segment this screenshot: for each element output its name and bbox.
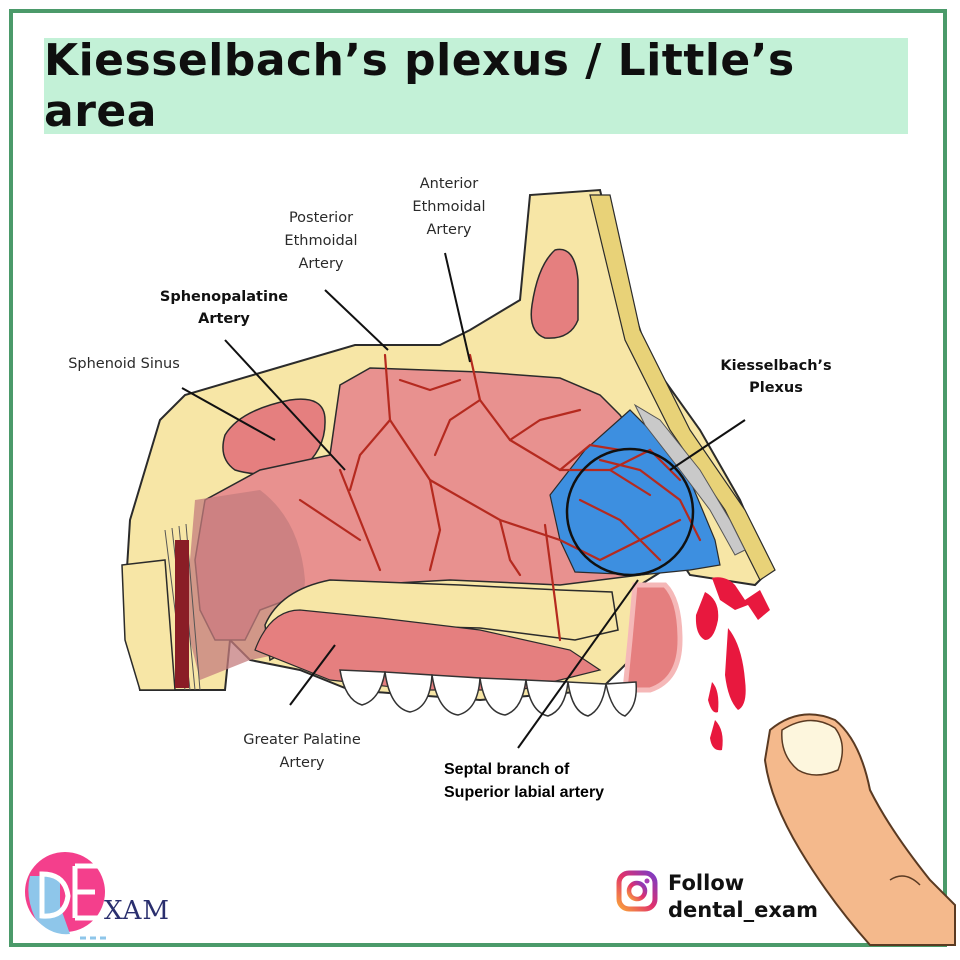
page-title: Kiesselbach’s plexus / Little’s area	[44, 35, 795, 137]
logo-text: XAM	[104, 896, 170, 926]
outer-frame	[9, 9, 947, 947]
nasal-cartilage	[589, 194, 776, 581]
upper-lip	[622, 582, 683, 693]
label-anterior-ethmoidal-1: Anterior	[420, 176, 479, 192]
posterior-dark-band	[175, 540, 189, 688]
label-kiesselbach-2: Plexus	[749, 380, 803, 396]
label-posterior-ethmoidal-2: Ethmoidal	[284, 233, 357, 249]
instagram-handle[interactable]: dental_exam	[668, 898, 818, 922]
finger-crease	[889, 875, 921, 886]
label-posterior-ethmoidal-1: Posterior	[289, 210, 353, 226]
label-posterior-ethmoidal-3: Artery	[298, 256, 343, 272]
label-greater-palatine-1: Greater Palatine	[243, 732, 361, 748]
blood-drips	[695, 577, 770, 751]
label-anterior-ethmoidal-3: Artery	[426, 222, 471, 238]
frontal-sinus	[530, 248, 579, 339]
dental-exam-logo	[25, 852, 110, 940]
label-greater-palatine-2: Artery	[279, 755, 324, 771]
follow-block: Follow dental_exam	[668, 870, 818, 924]
label-kiesselbach-1: Kiesselbach’s	[720, 358, 831, 374]
label-septal-branch-1: Septal branch of	[444, 761, 570, 778]
sphenoid-sinus-shape	[222, 398, 326, 475]
instagram-icon	[616, 870, 658, 912]
clivus	[121, 559, 176, 691]
label-anterior-ethmoidal-2: Ethmoidal	[412, 199, 485, 215]
artery-network	[298, 353, 702, 642]
follow-label: Follow	[668, 871, 745, 895]
leader-lines	[181, 252, 746, 749]
plexus-circle	[565, 447, 695, 577]
lateral-cartilage	[633, 403, 746, 556]
fingernail	[781, 719, 844, 776]
teeth	[339, 669, 638, 717]
label-sphenopalatine-2: Artery	[198, 311, 250, 327]
label-septal-branch-2: Superior labial artery	[444, 784, 604, 801]
label-sphenopalatine-1: Sphenopalatine	[160, 289, 288, 305]
kiesselbach-area	[549, 409, 721, 576]
title-banner: Kiesselbach’s plexus / Little’s area	[44, 35, 908, 137]
label-sphenoid-sinus: Sphenoid Sinus	[68, 356, 180, 372]
